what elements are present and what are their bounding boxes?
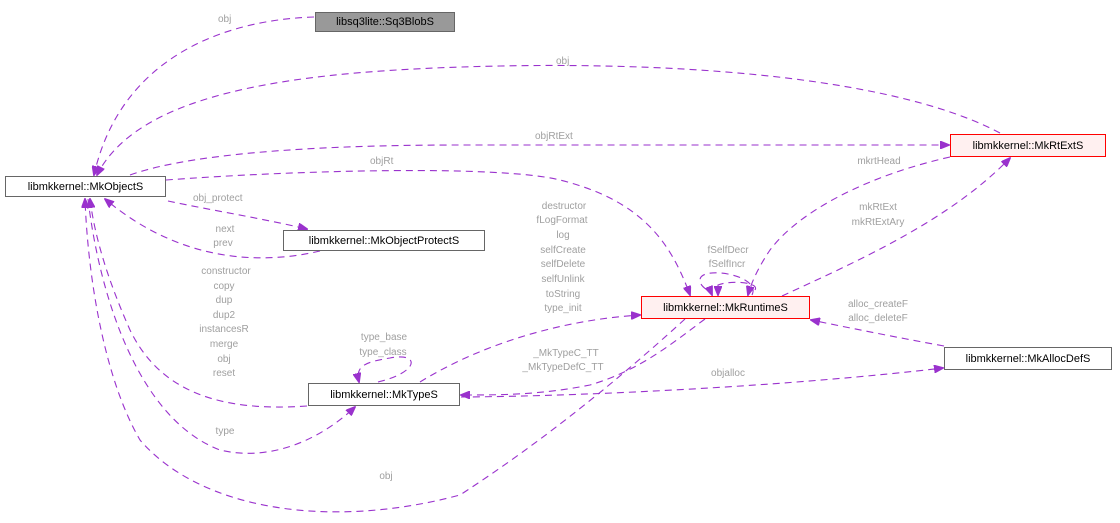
edge-mkrthead <box>748 156 951 295</box>
edge-label: obj_protect <box>193 193 243 204</box>
edge-label: obj <box>217 354 230 365</box>
edge-label: selfUnlink <box>541 274 585 285</box>
edge-obj-protect <box>167 200 307 229</box>
edge-mktype-self <box>358 356 412 382</box>
edge-label: mkRtExt <box>859 202 897 213</box>
edge-objrtext <box>129 145 949 176</box>
edge-label: next <box>216 224 235 235</box>
edge-label: obj <box>379 471 392 482</box>
edge-label: merge <box>210 339 239 350</box>
node-sq3blob[interactable]: libsq3lite::Sq3BlobS <box>315 12 455 32</box>
node-mkallocdef[interactable]: libmkkernel::MkAllocDefS <box>944 347 1112 370</box>
edge-label: type <box>216 426 235 437</box>
edge-mktypec <box>461 318 706 395</box>
edge-label: type_base <box>361 332 408 343</box>
edge-label: dup <box>216 295 233 306</box>
edge-runtime-self-2 <box>718 281 756 295</box>
edge-type <box>87 198 355 454</box>
node-mkruntime[interactable]: libmkkernel::MkRuntimeS <box>641 296 810 319</box>
edge-mkrtext <box>781 158 1010 297</box>
edge-label: copy <box>213 281 234 292</box>
edge-label: destructor <box>542 201 587 212</box>
edge-label: type_init <box>544 303 581 314</box>
edge-label: _MkTypeDefC_TT <box>521 362 603 373</box>
edge-label: constructor <box>201 266 251 277</box>
edge-labels-runtime: destructor fLogFormat log selfCreate sel… <box>536 201 587 314</box>
edge-runtime-obj <box>85 199 686 513</box>
edge-label: objalloc <box>711 368 745 379</box>
edge-label: fSelfIncr <box>709 259 746 270</box>
edge-label: objRt <box>370 156 394 167</box>
node-mkobjectprotect[interactable]: libmkkernel::MkObjectProtectS <box>283 230 485 251</box>
edge-label: prev <box>213 238 232 249</box>
edge-label: alloc_deleteF <box>848 313 907 324</box>
edge-sq3blob-obj <box>94 16 315 175</box>
edge-next-prev <box>105 199 321 259</box>
edge-label: _MkTypeC_TT <box>532 348 599 359</box>
edge-objalloc <box>460 368 943 398</box>
edge-label: type_class <box>359 347 406 358</box>
edge-mkrtext-obj <box>97 64 1001 175</box>
edge-label: dup2 <box>213 310 236 321</box>
edge-label: obj <box>556 56 569 67</box>
edge-label: fSelfDecr <box>707 245 749 256</box>
edge-label: selfCreate <box>540 245 586 256</box>
edge-label: instancesR <box>199 324 248 335</box>
edge-label: objRtExt <box>535 131 573 142</box>
edge-mktype-runtime <box>419 315 640 383</box>
edge-label: obj <box>218 14 231 25</box>
edge-label: reset <box>213 368 235 379</box>
edge-label: toString <box>546 289 580 300</box>
edge-label: alloc_createF <box>848 299 908 310</box>
edge-alloc <box>811 320 945 347</box>
edge-labels-mktype: constructor copy dup dup2 instancesR mer… <box>199 266 251 379</box>
node-mkrtext[interactable]: libmkkernel::MkRtExtS <box>950 134 1106 157</box>
edge-label: log <box>556 230 569 241</box>
edge-objrt <box>165 169 690 295</box>
node-mkobject[interactable]: libmkkernel::MkObjectS <box>5 176 166 197</box>
edge-label: fLogFormat <box>536 215 587 226</box>
edge-label: selfDelete <box>541 259 586 270</box>
edge-label: mkRtExtAry <box>852 217 905 228</box>
edge-runtime-self <box>699 272 754 295</box>
edge-mktype-obj <box>90 199 308 408</box>
node-mktype[interactable]: libmkkernel::MkTypeS <box>308 383 460 406</box>
edge-label: mkrtHead <box>857 156 900 167</box>
